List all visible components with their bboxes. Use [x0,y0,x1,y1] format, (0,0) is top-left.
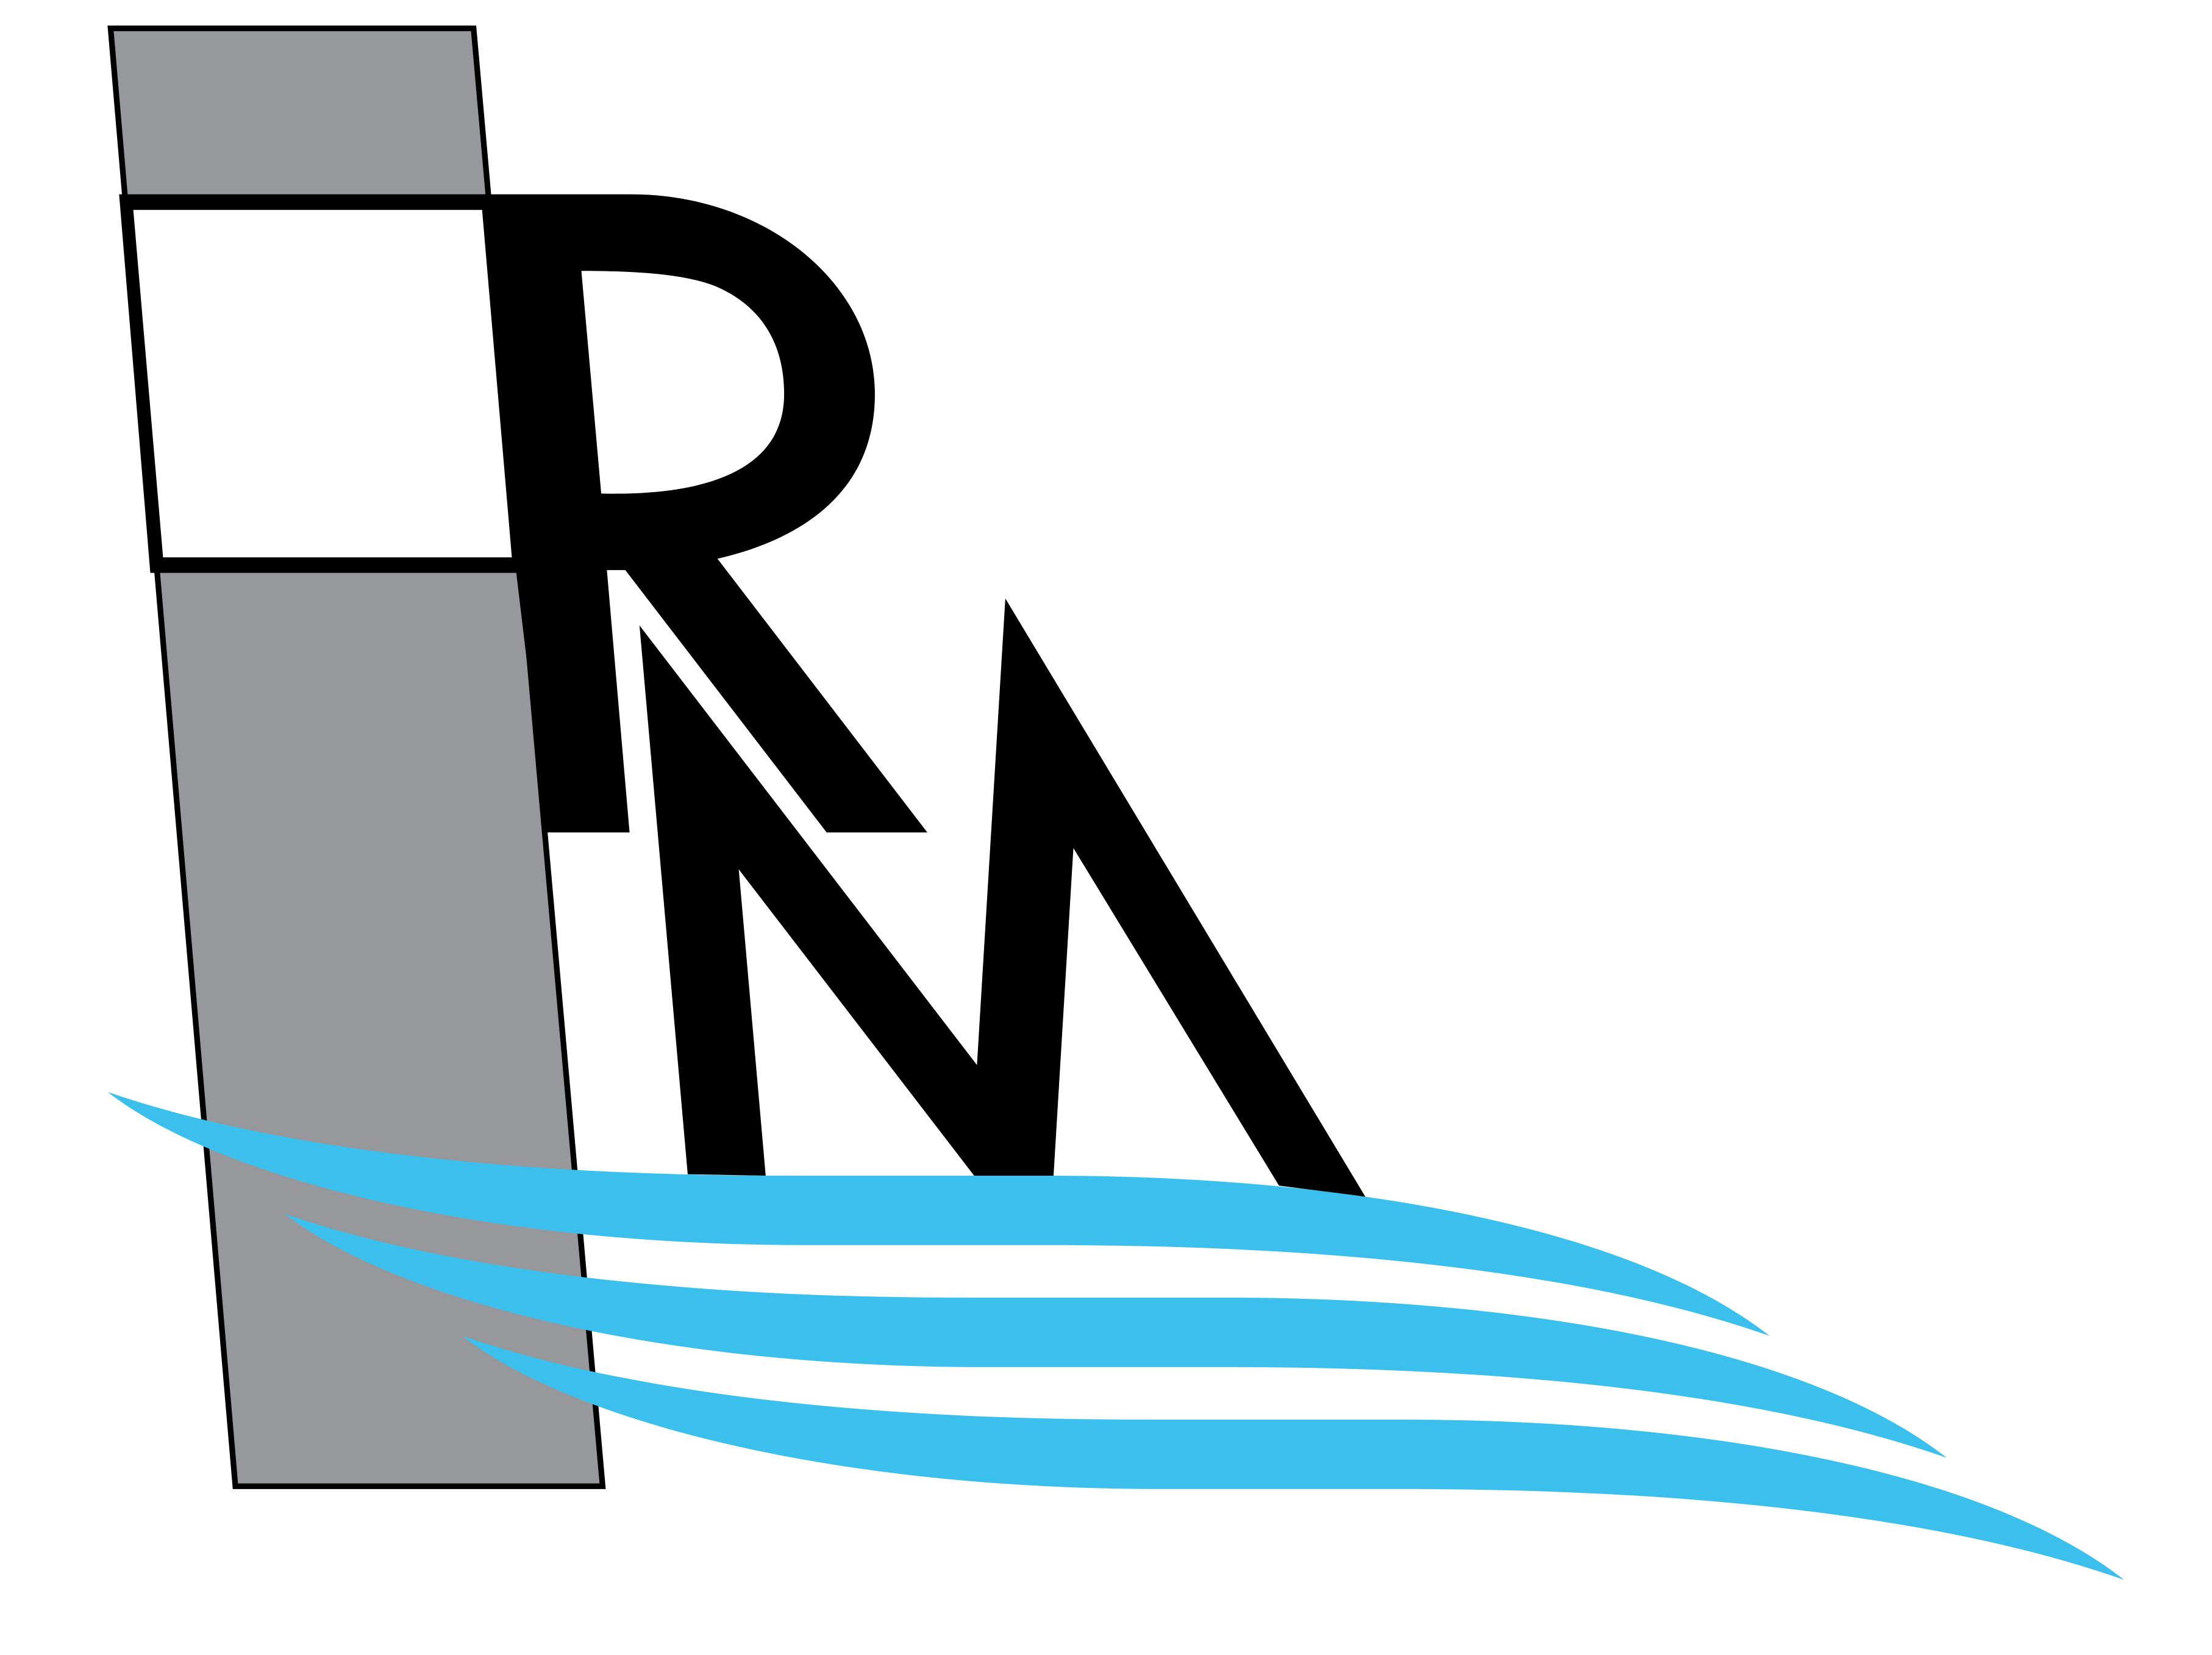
letter-r [482,194,927,833]
wave-3 [462,1335,2124,1580]
wave-1 [107,1092,1770,1336]
wave-2 [285,1214,1947,1458]
waves [107,1092,2124,1580]
white-panel [133,210,512,557]
letter-m [639,598,1366,1197]
